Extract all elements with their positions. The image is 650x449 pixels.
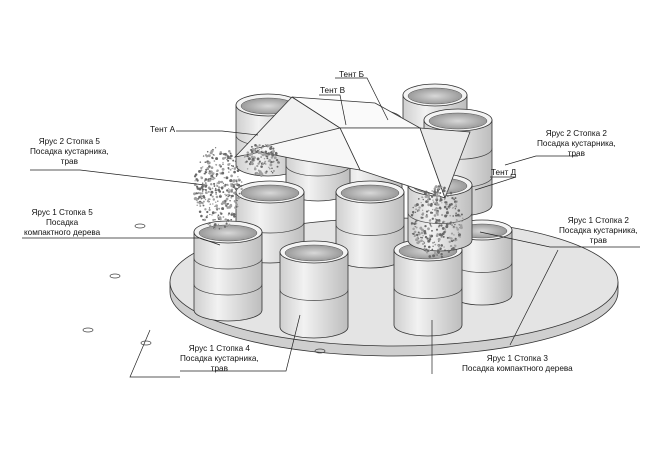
t1s2-line1: Ярус 1 Стопка 2: [567, 216, 629, 225]
t1s2-line3: трав: [589, 236, 607, 245]
t2s2-line1: Ярус 2 Стопка 2: [545, 129, 607, 138]
label-tier1-stack3: Ярус 1 Стопка 3 Посадка компактного дере…: [462, 354, 573, 374]
t2s2-line3: трав: [567, 149, 585, 158]
tent-d-text: Тент Д: [491, 168, 517, 177]
label-tent-a: Тент А: [150, 125, 175, 135]
t2s2-line2: Посадка кустарника,: [537, 139, 616, 148]
label-tent-d: Тент Д: [491, 168, 516, 178]
ring-stack-front-right: [393, 238, 463, 337]
tent-group: [233, 96, 471, 200]
label-tier1-stack4: Ярус 1 Стопка 4 Посадка кустарника, трав: [180, 344, 259, 374]
label-tier2-stack5: Ярус 2 Стопка 5 Посадка кустарника, трав: [30, 137, 109, 167]
ground-markers: [82, 223, 326, 354]
label-tent-v: Тент В: [320, 86, 345, 96]
t2s5-line1: Ярус 2 Стопка 5: [38, 137, 100, 146]
tent-v-text: Тент В: [320, 86, 346, 95]
t1s3-line1: Ярус 1 Стопка 3: [486, 354, 548, 363]
t1s5-line3: компактного дерева: [24, 228, 101, 237]
t1s3-line2: Посадка компактного дерева: [462, 364, 573, 373]
t2s5-line3: трав: [60, 157, 78, 166]
t1s2-line2: Посадка кустарника,: [559, 226, 638, 235]
ring-stack-front-center: [279, 240, 349, 339]
ring-stack-left-lower: [193, 220, 263, 322]
label-tent-b: Тент Б: [339, 70, 364, 80]
tent-a-text: Тент А: [150, 125, 176, 134]
tent-front-shape: [249, 127, 361, 171]
leader-lines: [22, 77, 640, 378]
t1s4-line1: Ярус 1 Стопка 4: [188, 344, 250, 353]
t1s4-line2: Посадка кустарника,: [180, 354, 259, 363]
t1s4-line3: трав: [210, 364, 228, 373]
label-tier1-stack2: Ярус 1 Стопка 2 Посадка кустарника, трав: [559, 216, 638, 246]
ring-stack-center-mid: [335, 180, 405, 269]
tent-d-shape: [419, 127, 471, 200]
t1s5-line1: Ярус 1 Стопка 5: [31, 208, 93, 217]
label-tier2-stack2: Ярус 2 Стопка 2 Посадка кустарника, трав: [537, 129, 616, 159]
label-tier1-stack5: Ярус 1 Стопка 5 Посадка компактного дере…: [24, 208, 100, 238]
tent-b-text: Тент Б: [339, 70, 365, 79]
foliage: [193, 143, 464, 259]
t2s5-line2: Посадка кустарника,: [30, 147, 109, 156]
t1s5-line2: Посадка: [46, 218, 79, 227]
